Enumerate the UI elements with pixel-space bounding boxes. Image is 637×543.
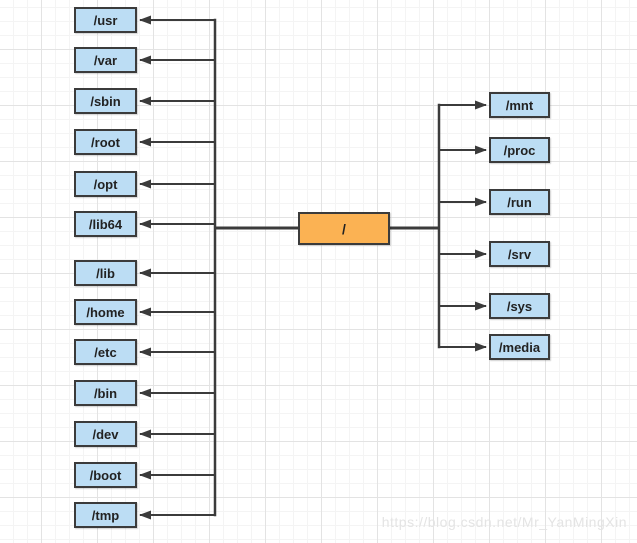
node-sbin[interactable]: /sbin [74,88,137,114]
node-proc[interactable]: /proc [489,137,550,163]
node-opt[interactable]: /opt [74,171,137,197]
node-tmp[interactable]: /tmp [74,502,137,528]
node-boot[interactable]: /boot [74,462,137,488]
node-mnt[interactable]: /mnt [489,92,550,118]
node-etc[interactable]: /etc [74,339,137,365]
node-usr[interactable]: /usr [74,7,137,33]
node-dev[interactable]: /dev [74,421,137,447]
node-run[interactable]: /run [489,189,550,215]
node-bin[interactable]: /bin [74,380,137,406]
watermark-text: https://blog.csdn.net/Mr_YanMingXin [381,514,627,530]
node-root[interactable]: / [298,212,390,245]
node-var[interactable]: /var [74,47,137,73]
node-media[interactable]: /media [489,334,550,360]
node-sys[interactable]: /sys [489,293,550,319]
node-lib[interactable]: /lib [74,260,137,286]
node-root-dir[interactable]: /root [74,129,137,155]
node-home[interactable]: /home [74,299,137,325]
node-lib64[interactable]: /lib64 [74,211,137,237]
node-srv[interactable]: /srv [489,241,550,267]
